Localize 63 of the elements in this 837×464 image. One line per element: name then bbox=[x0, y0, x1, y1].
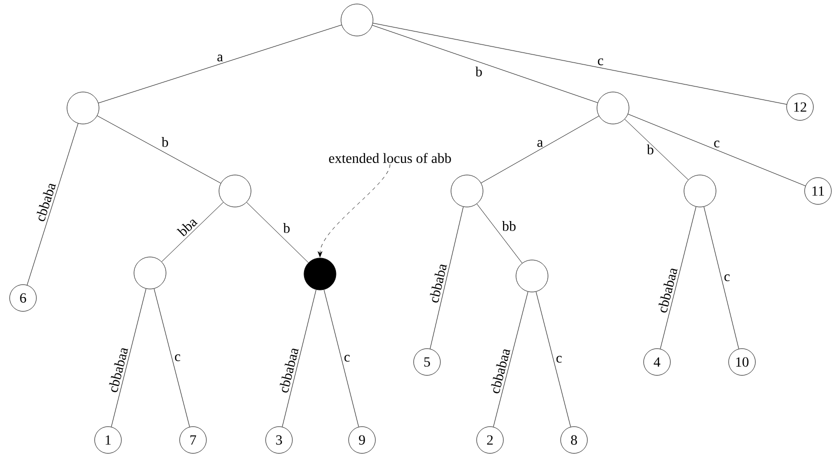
edge-label: c bbox=[174, 354, 180, 362]
edge-label: a bbox=[217, 54, 223, 62]
tree-edge bbox=[324, 290, 359, 428]
edge-label: cbbabaa bbox=[109, 348, 128, 392]
tree-edge bbox=[624, 118, 688, 180]
edge-label: cbbabaa bbox=[280, 348, 299, 393]
edge-label: cbbaba bbox=[36, 184, 56, 222]
edge-label: b bbox=[475, 66, 482, 76]
filled-node bbox=[304, 258, 336, 290]
tree-edge bbox=[372, 22, 787, 105]
internal-node bbox=[134, 256, 166, 290]
leaf-node: 11 bbox=[804, 177, 832, 205]
edge-label: b bbox=[283, 223, 290, 233]
edge-label: cbbabaa bbox=[490, 350, 510, 394]
leader-arrow bbox=[318, 164, 390, 258]
internal-node bbox=[516, 260, 548, 292]
tree-edge bbox=[97, 116, 221, 184]
leaf-node: 12 bbox=[786, 93, 814, 121]
annotation-text: extended locus of abb bbox=[329, 152, 451, 163]
tree-edge bbox=[660, 206, 696, 350]
internal-node bbox=[66, 92, 100, 124]
tree-edge bbox=[282, 290, 316, 428]
tree-edge bbox=[111, 288, 146, 428]
tree-edge bbox=[480, 116, 600, 184]
tree-edge bbox=[628, 114, 806, 186]
edge-label: b bbox=[646, 144, 654, 154]
tree-edge bbox=[536, 291, 571, 428]
leaf-node: 8 bbox=[560, 426, 588, 454]
edge-label: bba bbox=[176, 220, 198, 236]
internal-node bbox=[684, 174, 716, 208]
leaf-node: 9 bbox=[348, 426, 376, 454]
internal-node bbox=[450, 174, 484, 208]
edge-label: c bbox=[344, 354, 350, 362]
internal-node bbox=[340, 4, 374, 36]
leaf-node: 2 bbox=[476, 426, 504, 454]
leaf-node: 7 bbox=[179, 426, 207, 454]
leaf-node: 10 bbox=[728, 348, 756, 376]
leaf-node: 1 bbox=[94, 426, 122, 454]
tree-edge bbox=[161, 202, 224, 262]
internal-node bbox=[596, 92, 630, 124]
edge-label: c bbox=[598, 58, 604, 66]
internal-node bbox=[218, 174, 252, 208]
edge-label: cbbaba bbox=[430, 264, 447, 303]
leaf-node: 4 bbox=[643, 348, 671, 376]
edge-label: b bbox=[162, 137, 168, 147]
edge-label: cbbabaa bbox=[658, 268, 678, 313]
edge-label: c bbox=[556, 356, 562, 363]
edge-label: a bbox=[537, 140, 543, 147]
tree-edge bbox=[476, 204, 522, 264]
edge-label: c bbox=[724, 274, 730, 282]
tree-edge bbox=[26, 123, 78, 286]
leaf-node: 5 bbox=[413, 348, 441, 376]
tree-edge bbox=[154, 288, 190, 428]
tree-edge bbox=[372, 25, 598, 103]
tree-edge bbox=[493, 291, 528, 428]
edge-label: bb bbox=[502, 221, 516, 231]
tree-edge bbox=[704, 206, 739, 350]
edge-label: c bbox=[714, 140, 720, 148]
tree-edge bbox=[430, 206, 464, 349]
tree-edge bbox=[246, 202, 309, 263]
leaf-node: 3 bbox=[265, 426, 293, 454]
tree-edge bbox=[98, 24, 342, 104]
leaf-node: 6 bbox=[9, 284, 37, 312]
